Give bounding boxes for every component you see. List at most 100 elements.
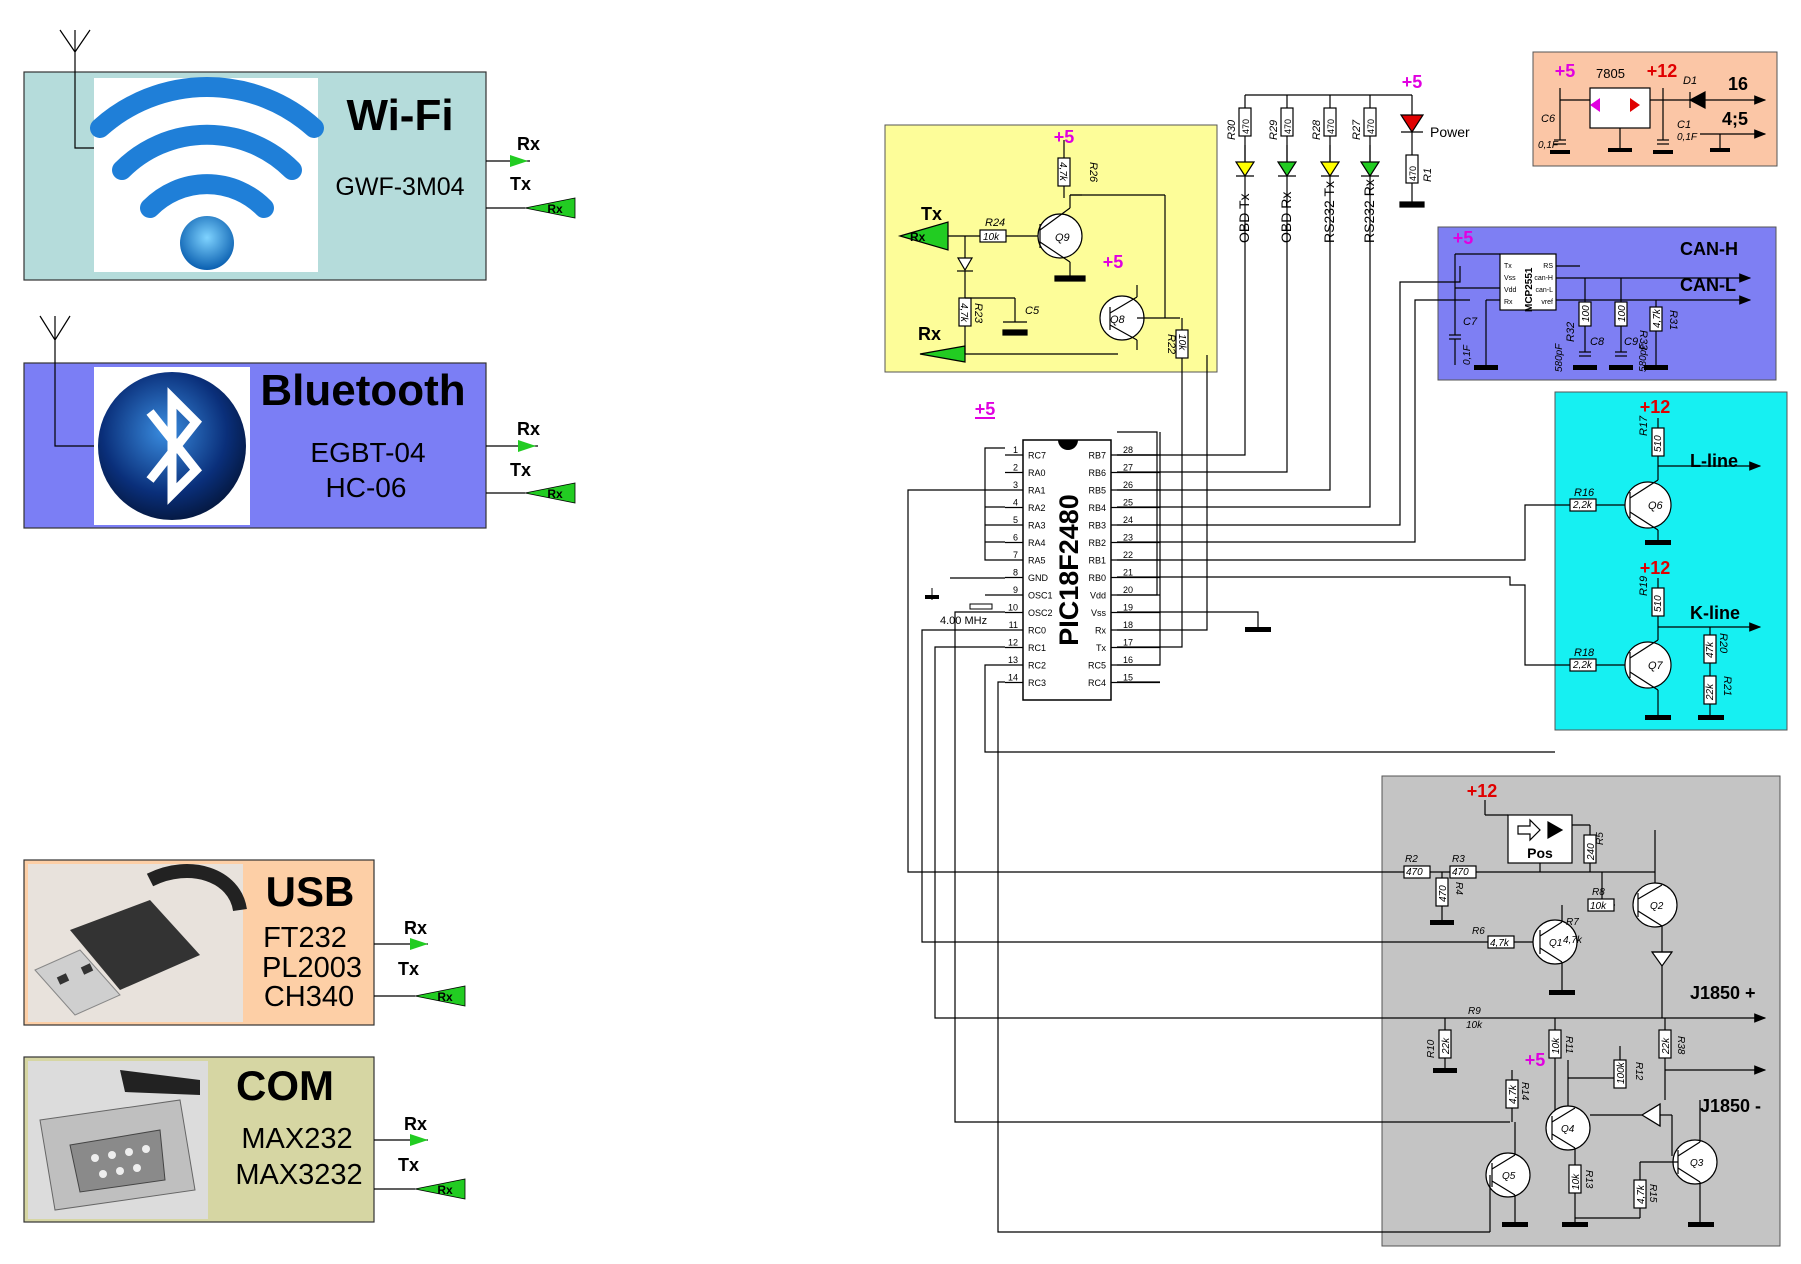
- usb-title: USB: [266, 868, 355, 915]
- bluetooth-rx-label: Rx: [517, 419, 540, 439]
- kline-block: [1554, 391, 1788, 731]
- mcu-pin-label: RA5: [1028, 556, 1046, 566]
- c1-label: C1: [1677, 119, 1691, 131]
- r10-value: 22k: [1441, 1037, 1452, 1055]
- j1850-circuit: [1403, 800, 1767, 1232]
- r14-value: 4,7k: [1508, 1084, 1519, 1104]
- r7-value: 4,7k: [1563, 935, 1583, 946]
- j1850-12v-label: +12: [1467, 781, 1498, 801]
- ground-symbol: [1245, 627, 1271, 632]
- q2-label: Q2: [1650, 901, 1664, 912]
- com-chip-2: MAX3232: [235, 1159, 362, 1191]
- r18-value: 2,2k: [1572, 660, 1593, 671]
- can-l-label: CAN-L: [1680, 275, 1736, 295]
- mcu-pin-number: 4: [1013, 498, 1018, 508]
- mcu-pin-number: 26: [1123, 480, 1133, 490]
- q9-label: Q9: [1055, 232, 1070, 244]
- mcu-pin-number: 11: [1009, 620, 1018, 630]
- r18-label: R18: [1574, 647, 1595, 659]
- mcu-power-label: +5: [975, 399, 996, 419]
- mcu-chip: PIC18F2480 RC71RA02RA13RA24RA35RA46RA57G…: [925, 399, 1271, 701]
- led-label: OBD Rx: [1278, 192, 1294, 243]
- mcu-pin-label: RC2: [1028, 661, 1046, 671]
- r11-label: R11: [1563, 1036, 1574, 1054]
- r33-label: R33: [1637, 330, 1649, 351]
- wifi-tx-label: Tx: [510, 174, 531, 194]
- r10-label: R10: [1426, 1039, 1437, 1058]
- q3-label: Q3: [1690, 1158, 1704, 1169]
- c8-label: C8: [1590, 336, 1605, 348]
- l-line-label: L-line: [1690, 451, 1738, 471]
- r31-value: 4,7k: [1652, 308, 1663, 328]
- wifi-rx-tag: Rx: [547, 202, 563, 216]
- r15-label: R15: [1647, 1184, 1658, 1203]
- uart-rx-label: Rx: [918, 324, 941, 344]
- uart-rx-tag: Rx: [910, 230, 926, 244]
- r19-value: 510: [1653, 595, 1664, 612]
- can-chip-label: MCP2551: [1524, 267, 1535, 312]
- mcu-pin-number: 27: [1123, 463, 1133, 473]
- r1-value: 470: [1408, 166, 1418, 181]
- mcu-pin-label: RA3: [1028, 521, 1046, 531]
- pos-block-label: Pos: [1527, 845, 1553, 861]
- led-resistor-label: R30: [1226, 119, 1238, 140]
- mcu-pin-label: Vdd: [1090, 591, 1106, 601]
- obd-pin-16-label: 16: [1728, 74, 1748, 94]
- r12-value: 100k: [1616, 1061, 1627, 1084]
- wifi-model: GWF-3M04: [335, 173, 464, 201]
- mcu-pin-label: OSC1: [1028, 591, 1053, 601]
- can-pin-label: RS: [1543, 263, 1553, 270]
- j1850-5v-label: +5: [1525, 1050, 1546, 1070]
- r32-label: R32: [1565, 322, 1577, 342]
- mcu-pin-label: RB3: [1088, 521, 1106, 531]
- mcu-pin-label: GND: [1028, 573, 1049, 583]
- mcu-pin-label: RA2: [1028, 503, 1046, 513]
- usb-chip-1: FT232: [263, 922, 347, 954]
- mcu-pin-label: RC0: [1028, 626, 1046, 636]
- r8-label: R8: [1592, 887, 1605, 898]
- wifi-rx-label: Rx: [517, 134, 540, 154]
- bluetooth-rx-tag: Rx: [547, 487, 563, 501]
- r19-label: R19: [1638, 576, 1650, 596]
- uart-interface-circuit: [897, 140, 1189, 363]
- com-module: COM MAX232 MAX3232: [23, 1056, 375, 1223]
- q6-label: Q6: [1648, 500, 1664, 512]
- wifi-icon: [90, 77, 324, 272]
- r21-value: 22k: [1705, 683, 1716, 701]
- uart-tx-label: Tx: [921, 204, 942, 224]
- q8-label: Q8: [1110, 314, 1126, 326]
- mcu-pin-number: 28: [1123, 445, 1133, 455]
- mcu-pin-label: Vss: [1091, 608, 1107, 618]
- r17-label: R17: [1638, 415, 1650, 436]
- r9-label: R9: [1468, 1006, 1481, 1017]
- mcu-pin-number: 20: [1123, 585, 1133, 595]
- c6-label: C6: [1541, 113, 1556, 125]
- j1850-plus-label: J1850 +: [1690, 983, 1756, 1003]
- led-resistor-value: 470: [1241, 119, 1251, 134]
- c9-value: 580pF: [1638, 343, 1649, 372]
- mcu-pin-label: RA1: [1028, 486, 1046, 496]
- mcu-pin-label: Tx: [1096, 643, 1106, 653]
- mcu-pin-label: RC1: [1028, 643, 1046, 653]
- q7-label: Q7: [1648, 660, 1664, 672]
- r13-value: 10k: [1571, 1173, 1582, 1190]
- kline-12v-label-1: +12: [1640, 397, 1671, 417]
- mcu-pin-number: 21: [1123, 568, 1133, 578]
- reg-5v-label: +5: [1555, 61, 1576, 81]
- r2-label: R2: [1405, 854, 1418, 865]
- mcu-pin-label: RC3: [1028, 678, 1046, 688]
- r22-value: 10k: [1176, 334, 1187, 351]
- bluetooth-icon: [94, 367, 250, 525]
- r3-label: R3: [1452, 854, 1465, 865]
- r20-label: R20: [1717, 633, 1729, 654]
- mcu-pin-number: 18: [1123, 620, 1133, 630]
- q1-label: Q1: [1549, 938, 1562, 949]
- antenna-icon: [59, 29, 94, 149]
- mcu-pin-label: RB0: [1088, 573, 1106, 583]
- c1-value: 0,1F: [1677, 132, 1698, 143]
- r5-value: 240: [1586, 843, 1597, 861]
- mcu-pin-label: RB7: [1088, 451, 1106, 461]
- c7-label: C7: [1463, 316, 1478, 328]
